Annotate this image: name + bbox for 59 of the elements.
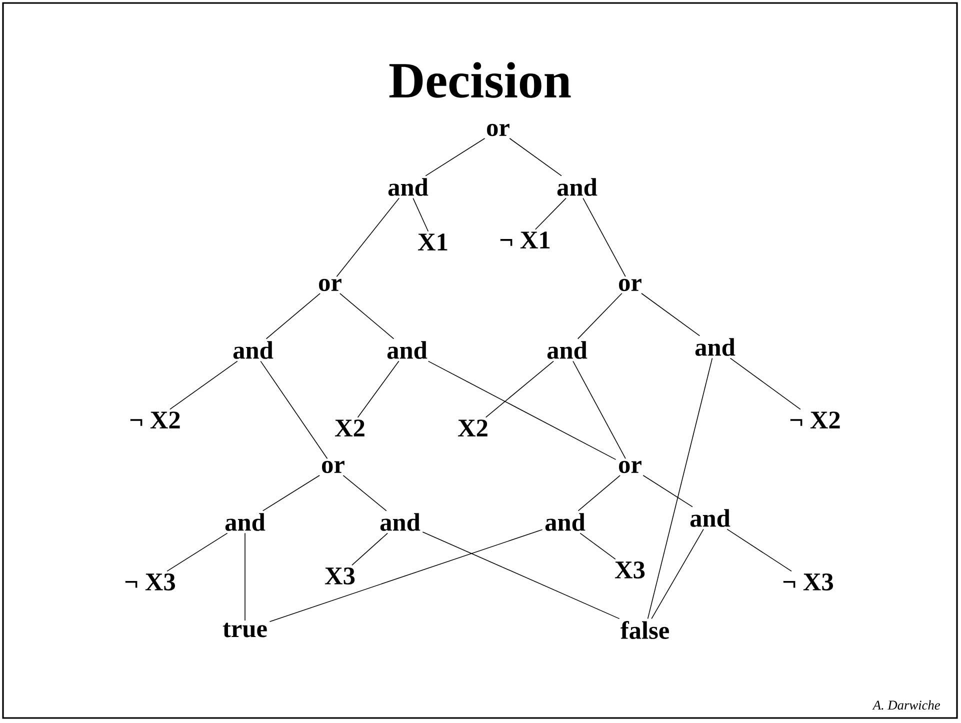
connector-line (336, 198, 400, 277)
connector-line (641, 292, 700, 336)
author-label: A. Darwiche (872, 700, 940, 710)
node-label: and (225, 513, 266, 531)
node-label: ¬ X1 (500, 232, 550, 248)
node-label: and (233, 341, 274, 359)
node-label: and (387, 341, 428, 359)
connector-line (170, 360, 238, 410)
connector-line (509, 138, 562, 176)
connector-line (730, 358, 801, 410)
node-label: and (547, 341, 588, 359)
node-label: X2 (458, 420, 488, 436)
node-label: or (619, 278, 642, 292)
node-label: ¬ X2 (790, 412, 840, 428)
connector-line (340, 292, 394, 340)
node-label: ¬ X3 (125, 573, 175, 590)
node-label: true (222, 622, 267, 638)
connector-line (580, 532, 616, 560)
node-label: and (557, 178, 598, 196)
connector-line (357, 360, 400, 418)
connector-line (651, 528, 704, 620)
node-label: and (695, 338, 736, 356)
node-label: and (545, 513, 586, 531)
connector-line (269, 529, 543, 622)
connector-line (578, 474, 620, 512)
connector-line (535, 198, 566, 230)
node-label: and (388, 178, 428, 196)
connector-line (342, 474, 387, 512)
node-label: ¬ X2 (130, 412, 180, 428)
title: Decision (389, 62, 571, 98)
connector-line (642, 474, 693, 508)
connector-line (582, 198, 626, 277)
connector-line (260, 360, 328, 459)
connector-line (572, 360, 626, 459)
node-label: X2 (334, 420, 364, 436)
node-label: X3 (324, 567, 355, 584)
connector-line (352, 532, 388, 566)
connector-line (244, 532, 246, 621)
node-label: or (487, 124, 510, 136)
connector-line (726, 528, 792, 572)
node-label: false (620, 620, 669, 640)
connector-line (647, 358, 713, 620)
connector-line (485, 360, 554, 418)
node-label: or (322, 460, 344, 474)
connector-line (428, 360, 616, 460)
connector-line (266, 292, 320, 340)
connector-line (262, 474, 320, 512)
node-label: and (690, 509, 730, 527)
node-label: or (619, 460, 642, 474)
connector-line (166, 532, 228, 572)
connector-line (412, 198, 429, 232)
connector-line (425, 138, 486, 176)
node-label: X3 (614, 561, 645, 578)
node-label: ¬ X3 (783, 573, 833, 590)
connector-line (422, 532, 620, 620)
connector-line (577, 292, 622, 340)
node-label: or (319, 278, 342, 292)
node-label: X1 (418, 234, 448, 250)
node-label: and (380, 513, 420, 531)
